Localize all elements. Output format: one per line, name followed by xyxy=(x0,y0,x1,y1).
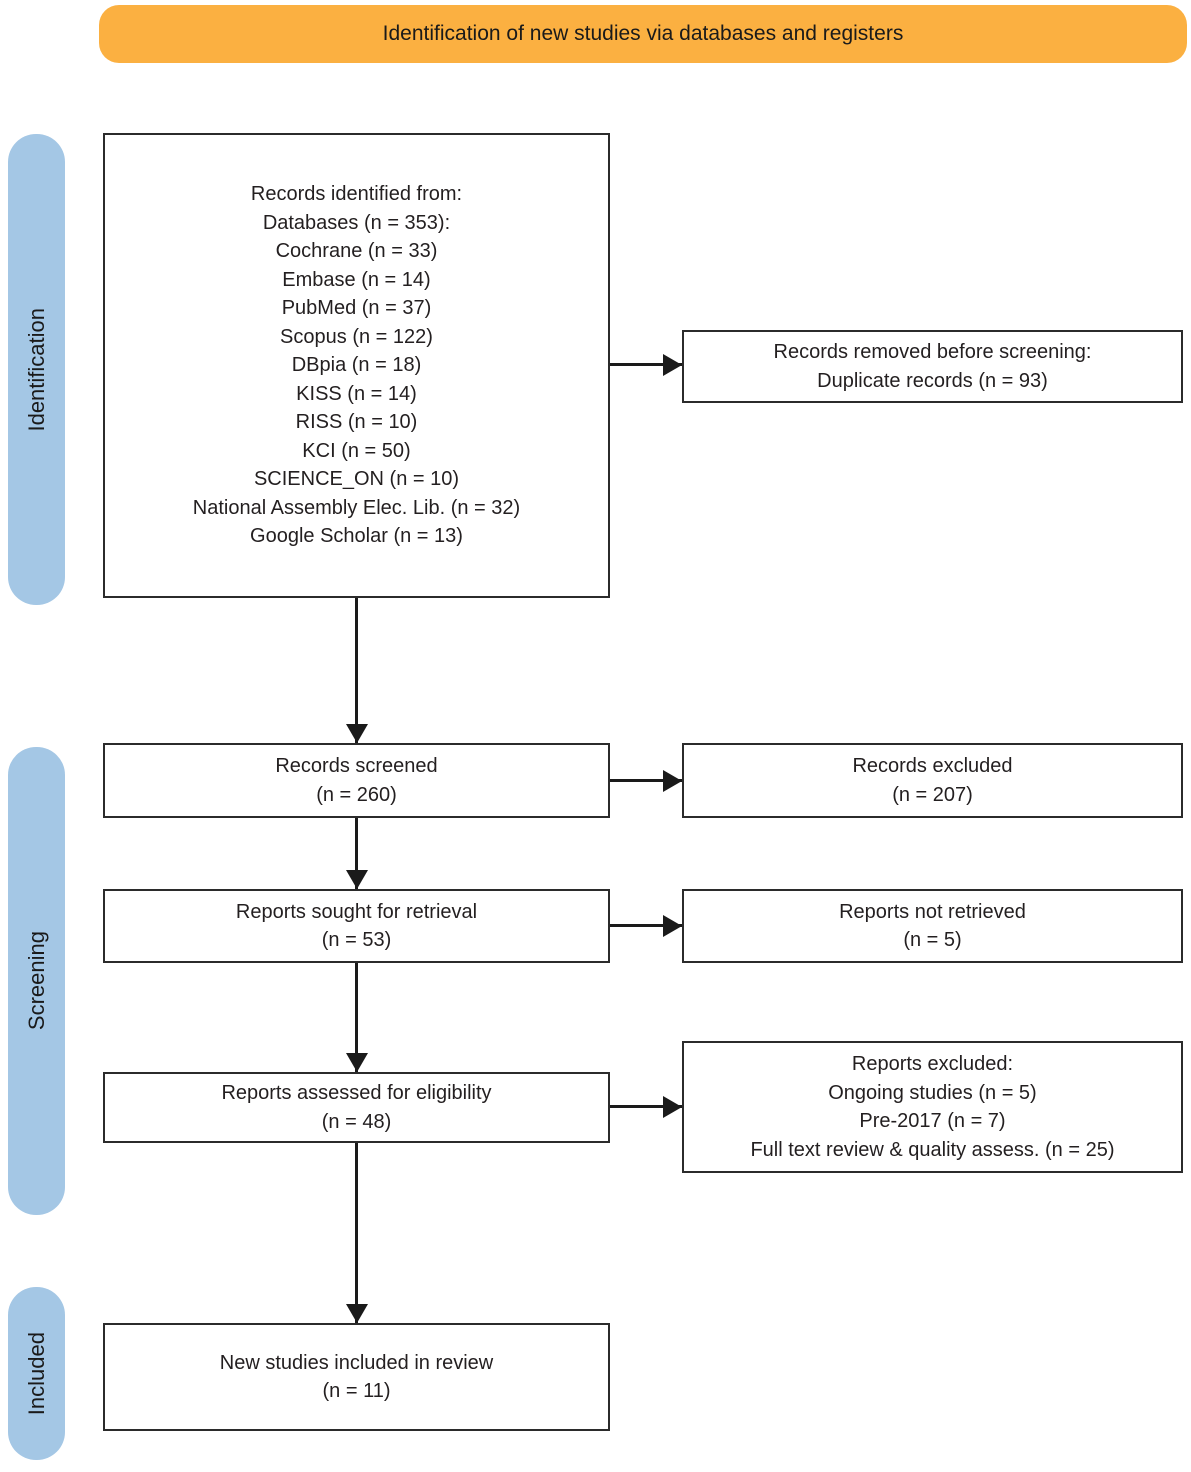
stage-label-screening-text: Screening xyxy=(23,931,49,1031)
reports-excluded-text: Reports excluded: Ongoing studies (n = 5… xyxy=(750,1053,1115,1161)
arrow-sought-to-assessed xyxy=(345,963,368,1072)
reports-not-retrieved-box: Reports not retrieved (n = 5) xyxy=(682,889,1183,963)
records-screened-text: Records screened (n = 260) xyxy=(275,755,438,806)
banner: Identification of new studies via databa… xyxy=(99,5,1187,63)
stage-label-identification: Identification xyxy=(8,134,65,605)
arrowhead-down-icon xyxy=(345,1053,368,1072)
reports-sought-text: Reports sought for retrieval (n = 53) xyxy=(235,900,478,952)
records-identified-box: Records identified from: Databases (n = … xyxy=(103,133,610,598)
arrow-identified-to-removed xyxy=(610,353,682,376)
arrowhead-down-icon xyxy=(345,870,368,889)
arrowhead-right-icon xyxy=(663,353,682,376)
stage-label-identification-text: Identification xyxy=(23,307,49,432)
stage-label-included-text: Included xyxy=(23,1331,49,1416)
arrow-assessed-to-included xyxy=(345,1143,368,1323)
arrowhead-down-icon xyxy=(345,1304,368,1323)
arrowhead-down-icon xyxy=(345,724,368,743)
arrowhead-right-icon xyxy=(663,769,682,792)
reports-not-retrieved-text: Reports not retrieved (n = 5) xyxy=(839,900,1026,952)
records-excluded-box: Records excluded (n = 207) xyxy=(682,743,1183,818)
arrow-identified-to-screened xyxy=(345,598,368,743)
records-excluded-text: Records excluded (n = 207) xyxy=(852,755,1013,806)
records-removed-text: Records removed before screening: Duplic… xyxy=(773,341,1092,392)
records-screened-box: Records screened (n = 260) xyxy=(103,743,610,818)
records-identified-text: Records identified from: Databases (n = … xyxy=(192,183,521,548)
banner-title: Identification of new studies via databa… xyxy=(382,22,904,45)
arrow-screened-to-excluded xyxy=(610,769,682,792)
new-studies-included-text: New studies included in review (n = 11) xyxy=(219,1351,494,1403)
reports-assessed-box: Reports assessed for eligibility (n = 48… xyxy=(103,1072,610,1143)
arrow-screened-to-sought xyxy=(345,818,368,889)
arrow-sought-to-not-retrieved xyxy=(610,914,682,937)
reports-excluded-box: Reports excluded: Ongoing studies (n = 5… xyxy=(682,1041,1183,1173)
stage-label-included: Included xyxy=(8,1287,65,1460)
stage-label-screening: Screening xyxy=(8,747,65,1215)
new-studies-included-box: New studies included in review (n = 11) xyxy=(103,1323,610,1431)
arrow-assessed-to-reports-excluded xyxy=(610,1095,682,1118)
records-removed-box: Records removed before screening: Duplic… xyxy=(682,330,1183,403)
reports-sought-box: Reports sought for retrieval (n = 53) xyxy=(103,889,610,963)
reports-assessed-text: Reports assessed for eligibility (n = 48… xyxy=(221,1082,492,1133)
arrowhead-right-icon xyxy=(663,1095,682,1118)
arrowhead-right-icon xyxy=(663,914,682,937)
